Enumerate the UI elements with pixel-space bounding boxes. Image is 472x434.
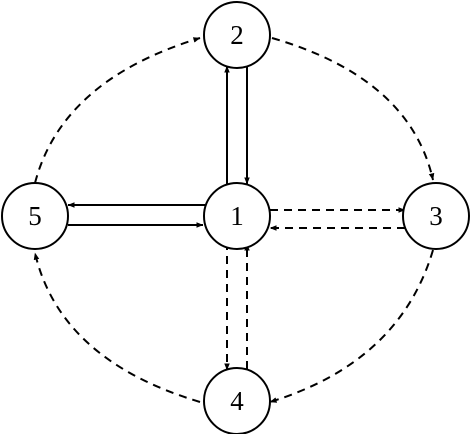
node-5-label: 5 (28, 201, 42, 231)
node-3: 3 (402, 182, 470, 250)
node-4-label: 4 (230, 386, 244, 416)
node-1-label: 1 (230, 201, 244, 231)
node-3-label: 3 (429, 201, 443, 231)
node-2-label: 2 (230, 20, 244, 50)
node-1: 1 (203, 182, 271, 250)
edge-2-to-3 (271, 37, 435, 181)
edge-3-to-4 (269, 249, 434, 403)
node-5: 5 (1, 182, 69, 250)
edge-5-to-2 (34, 37, 201, 184)
edge-4-to-5 (33, 252, 201, 403)
node-2: 2 (203, 1, 271, 69)
node-4: 4 (203, 367, 271, 434)
